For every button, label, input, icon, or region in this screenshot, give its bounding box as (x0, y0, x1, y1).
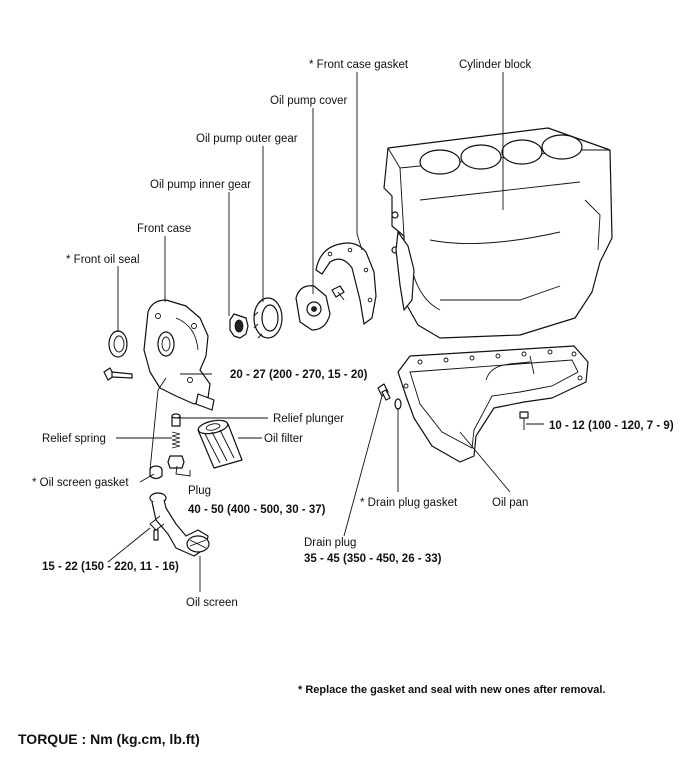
drain-plug-gasket (394, 398, 402, 410)
block-front-flange (395, 231, 415, 311)
label-oil-pan-torque: 10 - 12 (100 - 120, 7 - 9) (549, 420, 674, 432)
label-front-case-gasket: * Front case gasket (309, 59, 409, 71)
label-oil-screen: Oil screen (186, 597, 238, 609)
relief-plunger (171, 413, 181, 427)
front-case-gasket (315, 242, 377, 325)
front-case (143, 299, 215, 411)
relief-spring (171, 431, 181, 449)
oil-screen (149, 492, 210, 557)
replace-gasket-note: * Replace the gasket and seal with new o… (298, 684, 606, 696)
label-plug-torque: 40 - 50 (400 - 500, 30 - 37) (188, 504, 326, 516)
relief-plug (167, 455, 185, 469)
oil-pump-outer-gear (253, 297, 283, 339)
label-front-case: Front case (137, 223, 191, 235)
label-relief-plunger: Relief plunger (273, 413, 344, 425)
label-front-case-torque: 20 - 27 (200 - 270, 15 - 20) (230, 369, 368, 381)
label-front-oil-seal: * Front oil seal (66, 254, 140, 266)
label-drain-plug: Drain plug (304, 537, 356, 549)
label-relief-spring: Relief spring (42, 433, 106, 445)
oil-pan (397, 345, 589, 463)
oil-filter (197, 419, 243, 469)
torque-unit-legend: TORQUE : Nm (kg.cm, lb.ft) (18, 731, 200, 747)
oil-pump-cover (295, 285, 331, 331)
label-drain-plug-gasket: * Drain plug gasket (360, 497, 458, 509)
label-oil-screen-torque: 15 - 22 (150 - 220, 11 - 16) (42, 561, 179, 573)
oil-pump-inner-gear (229, 313, 249, 339)
label-oil-filter: Oil filter (264, 433, 303, 445)
labels: * Front case gasket Cylinder block Oil p… (32, 59, 674, 609)
label-oil-pump-inner-gear: Oil pump inner gear (150, 179, 251, 191)
label-drain-plug-torque: 35 - 45 (350 - 450, 26 - 33) (304, 553, 442, 565)
label-oil-pump-outer-gear: Oil pump outer gear (196, 133, 298, 145)
label-plug: Plug (188, 485, 211, 497)
label-oil-pan: Oil pan (492, 497, 528, 509)
front-case-bolt (103, 367, 133, 381)
drain-plug (377, 383, 391, 401)
leader-lines (107, 72, 544, 592)
front-oil-seal (108, 330, 128, 358)
cylinder-block (383, 127, 613, 339)
label-cylinder-block: Cylinder block (459, 59, 531, 71)
oil-pan-bolt (519, 411, 529, 430)
pump-cover-screw (331, 285, 345, 301)
label-oil-screen-gasket: * Oil screen gasket (32, 477, 129, 489)
label-oil-pump-cover: Oil pump cover (270, 95, 348, 107)
oil-screen-gasket (149, 465, 163, 480)
